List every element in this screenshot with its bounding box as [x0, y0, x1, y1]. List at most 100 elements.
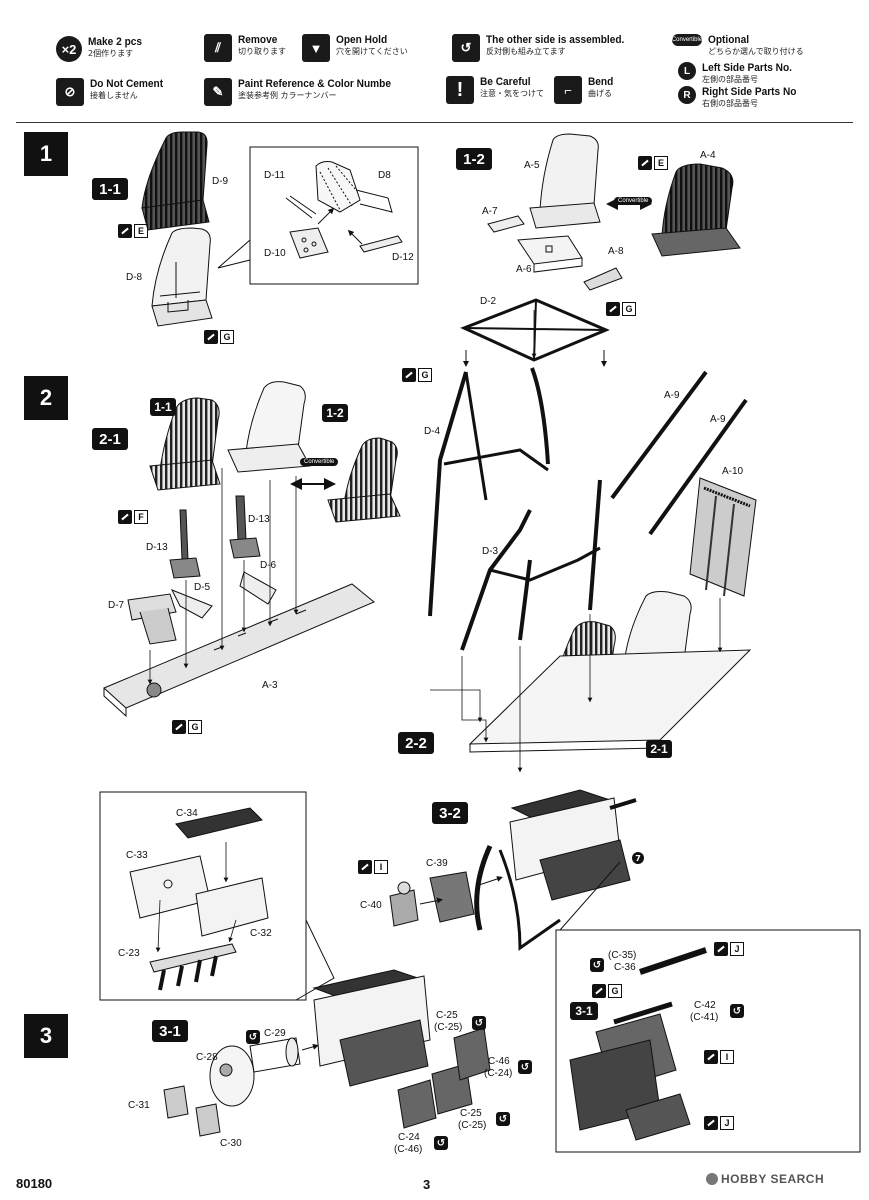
legend-other-side: ↺ The other side is assembled.反対側も組み立てます — [452, 34, 636, 62]
right-side-icon: R — [678, 86, 696, 104]
legend-title: Right Side Parts No — [702, 86, 797, 98]
ref-1-2: 1-2 — [322, 404, 348, 422]
seat-a5 — [529, 133, 601, 229]
part-label: D-4 — [424, 426, 441, 437]
part-label: D-7 — [108, 600, 125, 611]
paint-callout: G — [592, 984, 622, 998]
legend-sub: 切り取ります — [238, 47, 286, 56]
legend-sub: 注意・気をつけて — [480, 89, 544, 98]
step-number-2: 2 — [24, 376, 68, 420]
reference-number-badge: 7 — [632, 852, 644, 864]
paint-callout: I — [358, 860, 388, 874]
header-divider — [16, 122, 853, 123]
other-side-icon: ↺ — [434, 1136, 448, 1150]
part-label: A-8 — [608, 246, 624, 257]
legend-sub: 左側の部品番号 — [702, 75, 758, 84]
part-label: D-13 — [248, 514, 270, 525]
step-number-3: 3 — [24, 1014, 68, 1058]
paint-brush-icon — [172, 720, 186, 734]
paint-brush-icon — [638, 156, 652, 170]
legend-sub: 反対側も組み立てます — [486, 47, 566, 56]
substep-3-2: 3-2 — [432, 802, 468, 824]
part-label: (C-24) — [484, 1068, 513, 1079]
part-label: C-24 — [398, 1132, 420, 1143]
ref-2-1: 2-1 — [646, 740, 672, 758]
legend-title: Be Careful — [480, 76, 531, 88]
gearbox-c28 — [209, 1045, 255, 1107]
paint-callout: J — [704, 1116, 734, 1130]
frame-d4 — [428, 367, 550, 617]
paint-callout: G — [172, 720, 202, 734]
engine-block-3-1 — [312, 969, 431, 1087]
seat-d9 — [141, 131, 210, 231]
part-label: A-9 — [664, 390, 680, 401]
part-label: D-2 — [480, 296, 497, 307]
legend-title: Remove — [238, 34, 278, 46]
legend-sub: どちらか選んで取り付ける — [708, 47, 804, 56]
part-c30 — [195, 1103, 221, 1137]
part-label: C-34 — [176, 808, 198, 819]
part-label: D-10 — [264, 248, 286, 259]
paint-brush-icon — [704, 1116, 718, 1130]
legend-title: Left Side Parts No. — [702, 62, 792, 74]
part-label: A-9 — [710, 414, 726, 425]
legend-sub: 曲げる — [588, 89, 612, 98]
left-side-icon: L — [678, 62, 696, 80]
substep-2-2: 2-2 — [398, 732, 434, 754]
paint-brush-icon — [358, 860, 372, 874]
legend-sub: 2個作ります — [88, 49, 134, 58]
part-label: D-3 — [482, 546, 499, 557]
floor-a3 — [103, 583, 375, 718]
paint-brush-icon — [204, 330, 218, 344]
part-label: A-3 — [262, 680, 278, 691]
legend-left-side: L Left Side Parts No.左側の部品番号 — [678, 62, 800, 85]
part-label: C-39 — [426, 858, 448, 869]
part-label: (C-46) — [394, 1144, 423, 1155]
part-c31 — [163, 1085, 189, 1119]
detail-inset-frame — [249, 146, 419, 285]
block-c32 — [195, 877, 269, 937]
seat-base-a6 — [517, 235, 583, 273]
part-label: C-46 — [488, 1056, 510, 1067]
panel-a10 — [689, 477, 757, 597]
paint-brush-icon: ✎ — [204, 78, 232, 106]
legend-title: Make 2 pcs — [88, 36, 143, 48]
part-label: A-10 — [722, 466, 744, 477]
legend-title: Optional — [708, 34, 750, 46]
paint-callout: E — [638, 156, 668, 170]
legend-title: Open Hold — [336, 34, 388, 46]
accessory-c39 — [429, 871, 475, 923]
other-side-icon: ↺ — [246, 1030, 260, 1044]
part-label: D-5 — [194, 582, 211, 593]
no-glue-icon: ⊘ — [56, 78, 84, 106]
seat-1-1-ref — [149, 397, 221, 491]
plate-d10 — [289, 227, 329, 259]
bracket-d6 — [239, 571, 277, 605]
legend-sub: 穴を開けてください — [336, 47, 408, 56]
part-label: C-32 — [250, 928, 272, 939]
legend-title: Bend — [588, 76, 614, 88]
bracket-d5 — [170, 589, 213, 619]
legend-sub: 接着しません — [90, 91, 138, 100]
bracket-a7 — [487, 215, 525, 233]
bracket-a8 — [583, 267, 623, 291]
paint-callout: G — [402, 368, 432, 382]
other-side-icon: ↺ — [472, 1016, 486, 1030]
ref-3-1: 3-1 — [570, 1002, 598, 1020]
pipe-c36 — [639, 947, 707, 975]
part-label: D-9 — [212, 176, 229, 187]
control-stick-d13-left — [169, 509, 201, 579]
substep-1-1: 1-1 — [92, 178, 128, 200]
engine-inset-frame — [99, 791, 307, 1001]
rod-d12 — [359, 235, 403, 253]
other-side-icon: ↺ — [496, 1112, 510, 1126]
seat-convertible-alt — [327, 437, 401, 523]
legend-sub: 塗装参考例 カラーナンバー — [238, 91, 337, 100]
inset-pointer — [217, 239, 251, 269]
bend-icon: ⌐ — [554, 76, 582, 104]
